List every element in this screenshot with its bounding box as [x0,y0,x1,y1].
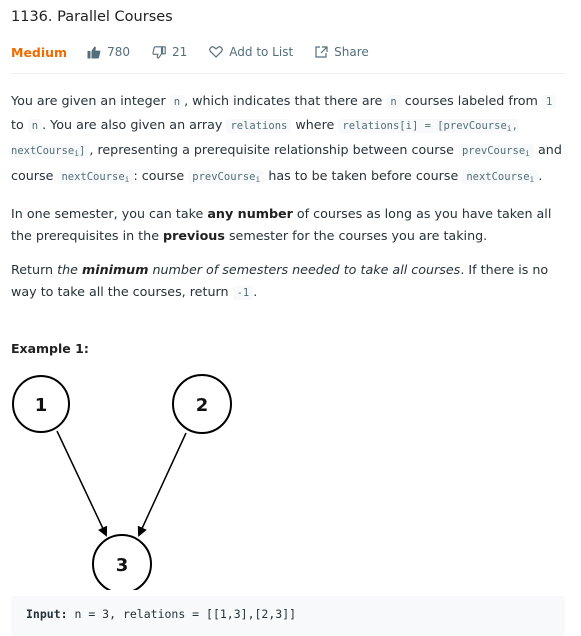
text: number of semesters needed to take all c… [148,262,461,277]
node-label: 2 [196,395,209,416]
thumbs-up-icon [87,46,101,58]
code-text: prevCourse [461,145,526,157]
dislike-count: 21 [171,45,188,59]
inline-code: 1 [541,95,557,109]
graph-node-3: 3 [92,534,152,590]
text: . You are also given an array [42,116,227,132]
subscript: i [525,149,530,158]
inline-code: nextCoursei [462,169,539,184]
inline-code: nextCoursei [57,169,134,184]
example-graph: 1 2 3 [12,374,232,590]
add-to-list-label: Add to List [229,45,294,59]
input-value: n = 3, relations = [[1,3],[2,3]] [74,607,297,621]
heart-icon [209,46,224,58]
graph-node-2: 2 [172,374,232,434]
text: and course [11,142,562,183]
edge-2-3 [137,432,187,537]
example-input: Input: n = 3, relations = [[1,3],[2,3]] [26,607,296,621]
edge-1-3 [56,430,108,537]
dislike-button[interactable]: 21 [152,45,187,59]
text: . If there is no way to take all the cou… [11,262,549,299]
inline-code: relations [226,118,292,133]
thumbs-down-icon [152,45,166,59]
share-button[interactable]: Share [315,45,369,59]
subscript: i [124,174,130,184]
inline-code: n [386,95,401,109]
example-input-box: Input: n = 3, relations = [[1,3],[2,3]] [11,596,565,636]
problem-title: 1136. Parallel Courses [11,9,173,25]
description-paragraph-1: You are given an integer n, which indica… [11,90,565,190]
problem-meta-bar: Medium 780 21 Add to List Share [11,43,391,61]
like-count: 780 [107,45,130,59]
inline-code: n [169,95,185,109]
inline-code: -1 [232,285,254,300]
difficulty-badge: Medium [11,44,68,60]
text: You are given an integer [11,93,170,108]
text: courses labeled from [400,93,542,108]
text: , which indicates that there are [184,93,387,108]
bold-text: previous [163,227,225,243]
graph-node-1: 1 [12,375,70,433]
text: Return [11,262,58,277]
text: to [11,116,28,132]
bold-text: minimum [82,262,149,277]
text: In one semester, you can take [11,206,208,221]
code-text: nextCourse [61,170,125,183]
code-text: , nextCourse [11,119,518,158]
add-to-list-button[interactable]: Add to List [209,45,293,59]
input-label: Input: [26,607,68,621]
text: . [253,283,258,299]
like-button[interactable]: 780 [87,45,130,59]
italic-text: the minimum number of semesters needed t… [57,262,460,277]
divider [11,73,565,74]
text: the [57,262,82,277]
text: has to be taken before course [264,167,463,183]
text: , representing a prerequisite relationsh… [89,142,458,157]
text: : course [133,167,189,183]
description-paragraph-3: Return the minimum number of semesters n… [11,259,565,304]
subscript: i [74,149,80,158]
code-text: prevCourse [192,170,256,183]
example-title: Example 1: [11,341,89,356]
code-text: relations[i] = [prevCourse [342,119,507,132]
share-icon [315,46,328,58]
subscript: i [255,174,261,184]
bold-text: any number [207,206,293,221]
node-label: 3 [116,555,129,576]
text: where [291,116,339,132]
text: semester for the courses you are taking. [224,227,488,243]
subscript: i [506,123,512,133]
code-text: nextCourse [466,170,530,183]
text: of courses as long as you have taken all… [11,206,552,243]
code-text: ] [79,145,86,157]
text: . [538,167,543,183]
problem-description: You are given an integer n, which indica… [11,90,565,317]
share-label: Share [334,45,369,59]
description-paragraph-2: In one semester, you can take any number… [11,203,565,246]
inline-code: prevCoursei [457,144,534,158]
inline-code: n [27,118,43,133]
subscript: i [529,174,535,184]
node-label: 1 [35,395,48,416]
inline-code: prevCoursei [188,169,265,184]
